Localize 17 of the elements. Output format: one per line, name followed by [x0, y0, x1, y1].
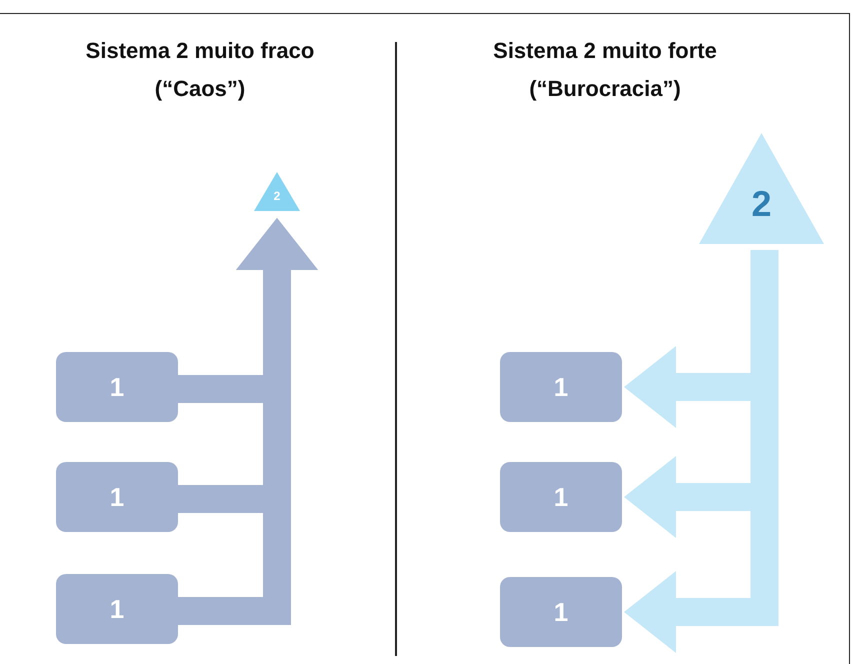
node-number: 1 — [110, 484, 124, 510]
panel-heading: Sistema 2 muito forte (“Burocracia”) — [492, 37, 718, 103]
node-number: 1 — [110, 374, 124, 400]
node-number: 2 — [751, 186, 772, 222]
rounded-box — [56, 462, 178, 532]
rounded-box — [500, 577, 622, 647]
node-number: 2 — [274, 190, 280, 202]
rounded-box — [56, 574, 178, 644]
thick-arrow — [178, 218, 318, 625]
rounded-box — [56, 352, 178, 422]
rounded-box — [500, 462, 622, 532]
node-number: 1 — [110, 596, 124, 622]
panel-heading: Sistema 2 muito fraco (“Caos”) — [84, 37, 316, 103]
node-number: 1 — [554, 484, 568, 510]
node-number: 1 — [554, 599, 568, 625]
node-number: 1 — [554, 374, 568, 400]
rounded-box — [500, 352, 622, 422]
